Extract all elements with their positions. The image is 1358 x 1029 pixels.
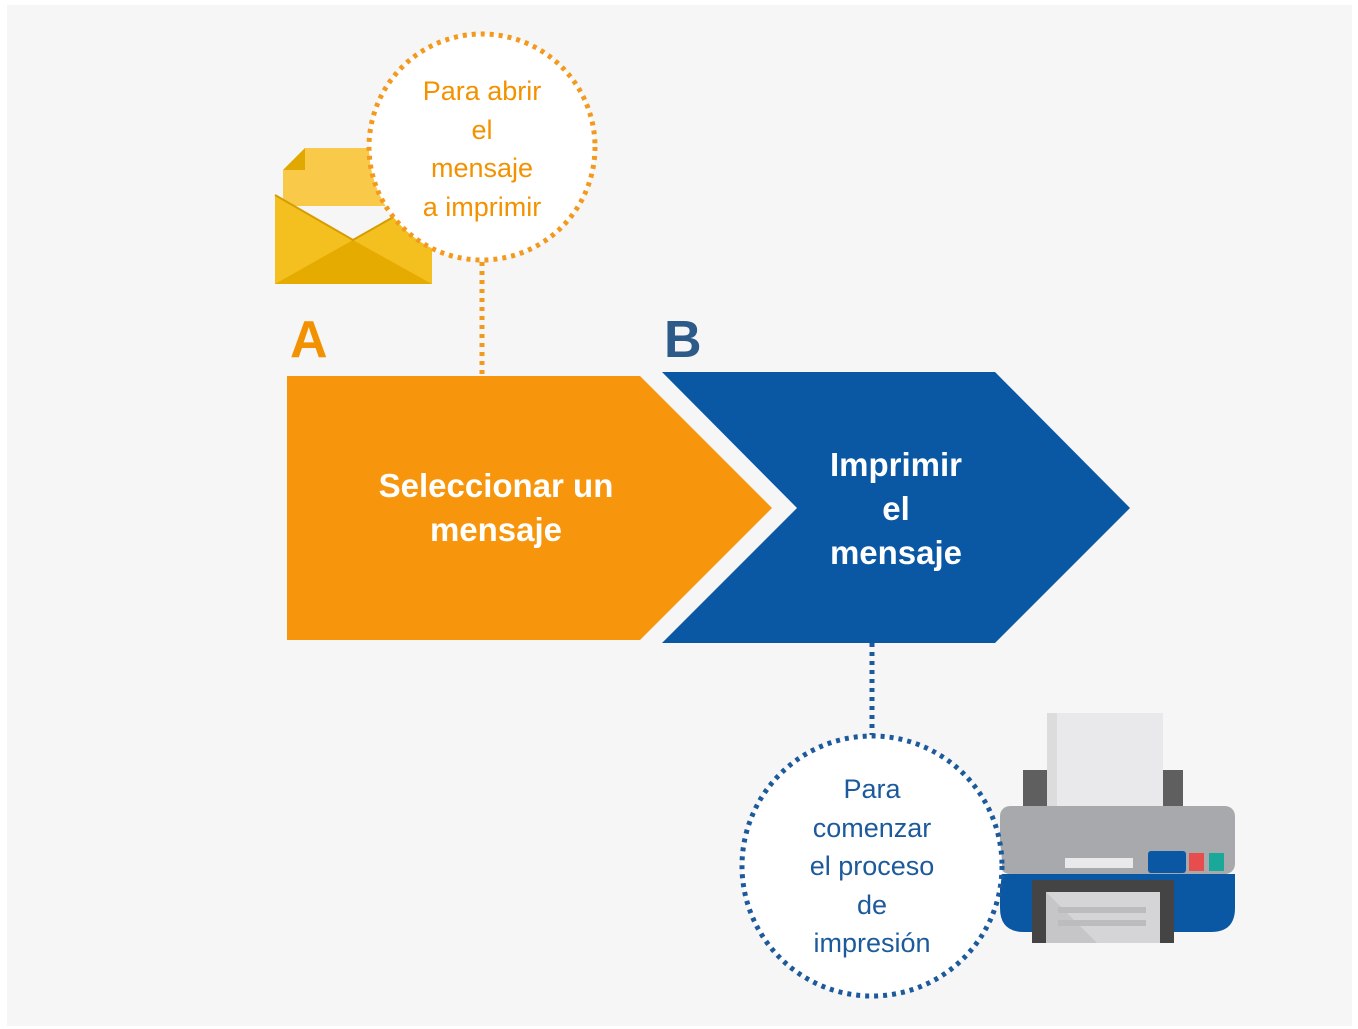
step-b-letter: B <box>664 311 702 369</box>
step-b-label: Imprimir el mensaje <box>776 443 1016 575</box>
note-b-text: Para comenzar el proceso de impresión <box>762 770 982 963</box>
step-a-label-line: Seleccionar un <box>378 467 614 504</box>
step-a-label: Seleccionar un mensaje <box>330 464 662 552</box>
note-b-line: el proceso <box>809 851 935 882</box>
note-a-line: mensaje <box>430 153 534 183</box>
note-b-line: comenzar <box>812 812 932 843</box>
note-bubble-a <box>366 31 598 376</box>
step-a-arrow <box>287 376 772 640</box>
step-b-label-line: el <box>882 490 910 527</box>
note-a-line: a imprimir <box>422 191 542 222</box>
note-a-text: Para abrir el mensaje a imprimir <box>382 72 582 226</box>
printer-icon <box>1000 713 1235 943</box>
envelope-icon <box>274 148 433 284</box>
step-a-label-line: mensaje <box>429 511 563 548</box>
note-b-line: Para <box>843 774 901 805</box>
note-bubble-b <box>739 733 1005 999</box>
note-b-line: impresión <box>813 928 931 959</box>
step-b-arrow <box>662 372 1130 643</box>
note-a-line: el <box>471 114 493 145</box>
note-a-line: Para abrir <box>422 76 542 106</box>
step-b-label-line: mensaje <box>829 534 963 571</box>
note-b-line: de <box>856 889 888 920</box>
step-b-label-line: Imprimir <box>829 446 963 483</box>
step-a-letter: A <box>290 311 328 369</box>
